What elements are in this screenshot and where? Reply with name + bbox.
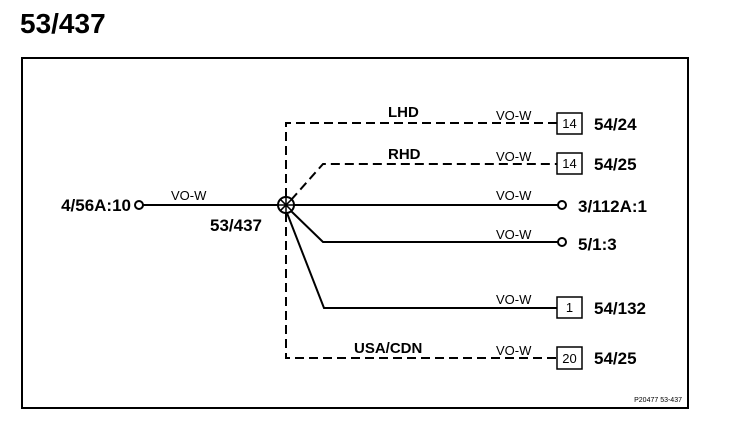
branch-usa-cdn: USA/CDN VO-W 20 54/25	[285, 213, 637, 370]
splice-label: 53/437	[210, 216, 262, 235]
connector-box-number: 1	[566, 300, 573, 315]
connector-box	[556, 152, 583, 175]
route-label: LHD	[388, 104, 419, 121]
connector-box-number: 14	[562, 116, 576, 131]
source-label: 4/56A:10	[61, 196, 131, 215]
route-label: RHD	[388, 146, 421, 163]
wire-color: VO-W	[496, 343, 532, 358]
destination-label: 54/132	[594, 299, 646, 318]
destination-label: 54/24	[594, 115, 637, 134]
branch-54-132: VO-W 1 54/132	[286, 212, 646, 319]
page-title: 53/437	[20, 8, 106, 39]
connector-box-number: 20	[562, 351, 576, 366]
wire-color: VO-W	[496, 227, 532, 242]
figure-code: P20477 53-437	[634, 397, 682, 404]
source-connector	[134, 200, 144, 210]
source-wire-color: VO-W	[171, 188, 207, 203]
branch-rhd: RHD VO-W 14 54/25	[290, 146, 637, 201]
destination-label: 54/25	[594, 349, 637, 368]
wire-color: VO-W	[496, 108, 532, 123]
connector-pin	[557, 237, 567, 247]
splice-symbol	[277, 196, 295, 214]
connector-box	[556, 346, 583, 370]
wire-color: VO-W	[496, 149, 532, 164]
destination-label: 5/1:3	[578, 235, 617, 254]
branch-lhd: LHD VO-W 14 54/24	[285, 104, 637, 197]
destination-label: 54/25	[594, 155, 637, 174]
branch-wire	[285, 213, 557, 359]
branch-3-112a-1: VO-W 3/112A:1	[294, 188, 647, 216]
connector-box-number: 14	[562, 156, 576, 171]
wire-color: VO-W	[496, 292, 532, 307]
connector-pin	[557, 200, 567, 210]
branch-wire	[290, 210, 558, 243]
route-label: USA/CDN	[354, 340, 422, 357]
wire-color: VO-W	[496, 188, 532, 203]
connector-box	[556, 296, 583, 319]
branch-wire	[290, 163, 557, 201]
destination-label: 3/112A:1	[578, 197, 647, 216]
connector-box	[556, 112, 583, 135]
branch-5-1-3: VO-W 5/1:3	[290, 210, 617, 254]
branch-wire	[286, 212, 557, 309]
branch-wire	[285, 122, 557, 197]
diagram-frame	[21, 57, 689, 409]
